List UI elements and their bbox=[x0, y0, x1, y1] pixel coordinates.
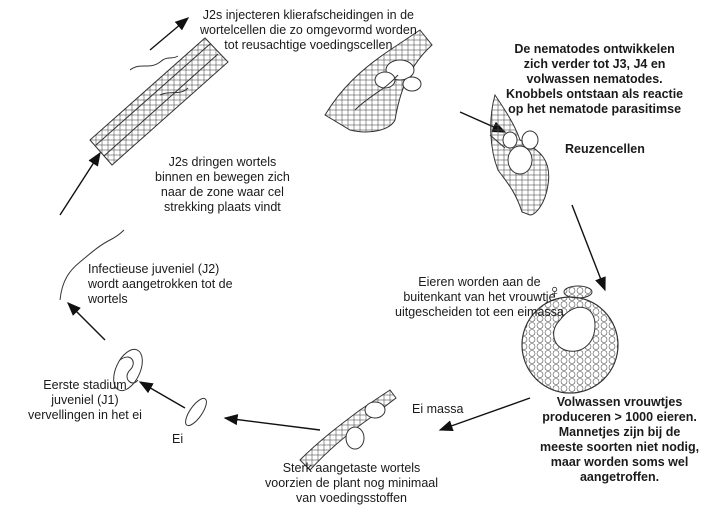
label-line: buitenkant van het vrouwtje bbox=[395, 290, 564, 305]
label-infective-juvenile: Infectieuse juveniel (J2) wordt aangetro… bbox=[88, 262, 233, 307]
arrow-j1-to-j2 bbox=[68, 303, 105, 340]
label-line: meeste soorten niet nodig, bbox=[540, 440, 699, 455]
label-line: binnen en bewegen zich bbox=[155, 170, 290, 185]
label-giant-cells: Reuzencellen bbox=[565, 142, 645, 157]
egg-illustration bbox=[182, 395, 210, 428]
label-line: Sterk aangetaste wortels bbox=[265, 461, 438, 476]
egg-mass-root-illustration bbox=[300, 390, 396, 470]
label-j2-enter: J2s dringen wortels binnen en bewegen zi… bbox=[155, 155, 290, 215]
label-line: J2s dringen wortels bbox=[155, 155, 290, 170]
label-line: Infectieuse juveniel (J2) bbox=[88, 262, 233, 277]
female-symbol: ♀ bbox=[548, 284, 562, 299]
label-line: Eerste stadium bbox=[28, 378, 142, 393]
label-line: wordt aangetrokken tot de bbox=[88, 277, 233, 292]
label-line: wortelcellen die zo omgevormd worden bbox=[200, 23, 417, 38]
label-line: J2s injecteren klierafscheidingen in de bbox=[200, 8, 417, 23]
label-line: voorzien de plant nog minimaal bbox=[265, 476, 438, 491]
label-first-stage: Eerste stadium juveniel (J1) vervellinge… bbox=[28, 378, 142, 423]
arrow-develop-to-eggs bbox=[572, 205, 605, 290]
label-line: vervellingen in het ei bbox=[28, 408, 142, 423]
label-line: maar worden soms wel bbox=[540, 455, 699, 470]
label-eggs-outside: Eieren worden aan de buitenkant van het … bbox=[395, 275, 564, 320]
label-line: uitgescheiden tot een eimassa bbox=[395, 305, 564, 320]
arrow-egg-to-j1 bbox=[140, 382, 185, 408]
label-line: Mannetjes zijn bij de bbox=[540, 425, 699, 440]
label-line: aangetroffen. bbox=[540, 470, 699, 485]
label-line: volwassen nematodes. bbox=[506, 72, 683, 87]
label-egg-mass: Ei massa bbox=[412, 402, 463, 417]
label-damaged-roots: Sterk aangetaste wortels voorzien de pla… bbox=[265, 461, 438, 506]
root-invasion-illustration bbox=[90, 38, 228, 165]
label-line: tot reusachtige voedingscellen bbox=[200, 38, 417, 53]
label-line: van voedingsstoffen bbox=[265, 491, 438, 506]
arrow-eggmass-to-egg bbox=[225, 418, 320, 430]
arrow-j2-to-root bbox=[60, 153, 100, 215]
label-develop: De nematodes ontwikkelen zich verder tot… bbox=[506, 42, 683, 117]
label-line: naar de zone waar cel bbox=[155, 185, 290, 200]
label-j2-inject: J2s injecteren klierafscheidingen in de … bbox=[200, 8, 417, 53]
label-line: Eieren worden aan de bbox=[395, 275, 564, 290]
label-line: wortels bbox=[88, 292, 233, 307]
arrow-root-to-inject bbox=[150, 18, 188, 50]
label-line: zich verder tot J3, J4 en bbox=[506, 57, 683, 72]
label-line: Knobbels ontstaan als reactie bbox=[506, 87, 683, 102]
label-line: produceren > 1000 eieren. bbox=[540, 410, 699, 425]
label-line: Volwassen vrouwtjes bbox=[540, 395, 699, 410]
label-line: juveniel (J1) bbox=[28, 393, 142, 408]
label-egg: Ei bbox=[172, 432, 183, 447]
label-adult-females: Volwassen vrouwtjes produceren > 1000 ei… bbox=[540, 395, 699, 485]
label-line: op het nematode parasitimse bbox=[506, 102, 683, 117]
label-line: De nematodes ontwikkelen bbox=[506, 42, 683, 57]
label-line: strekking plaats vindt bbox=[155, 200, 290, 215]
